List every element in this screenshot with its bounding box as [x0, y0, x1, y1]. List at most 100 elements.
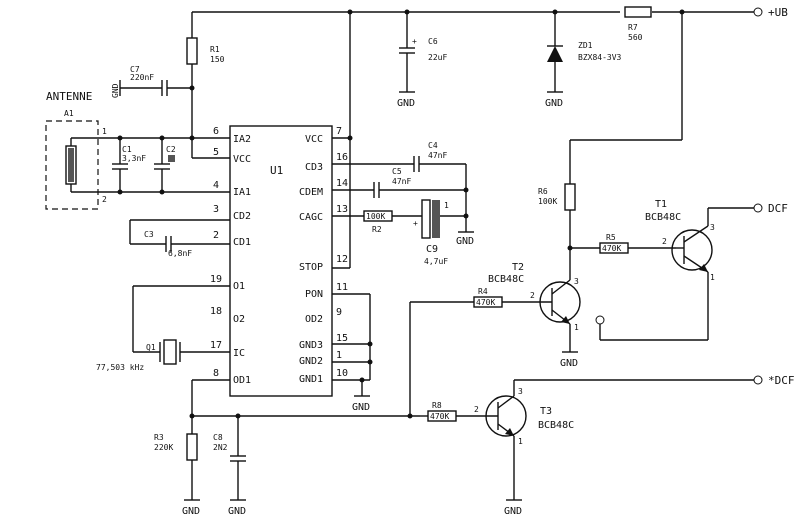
svg-text:7: 7: [336, 126, 342, 137]
svg-text:CD3: CD3: [305, 162, 323, 173]
t2-pin-b: 2: [530, 291, 535, 300]
t3-transistor: [485, 395, 527, 437]
t3-pin-c: 3: [518, 387, 523, 396]
t1-pin-b: 2: [662, 237, 667, 246]
ub-label: +UB: [768, 6, 788, 19]
antenna-label: ANTENNE: [46, 90, 92, 103]
svg-text:VCC: VCC: [305, 134, 323, 145]
r1-ref: R1: [210, 45, 220, 54]
svg-text:18: 18: [210, 306, 222, 317]
svg-text:5: 5: [213, 147, 219, 158]
r4-value: 470K: [476, 298, 495, 307]
r3-gnd: GND: [182, 506, 200, 517]
c9-value: 4,7uF: [424, 257, 448, 266]
t1-value: BCB48C: [645, 212, 681, 223]
ndcf-label: *DCF: [768, 374, 795, 387]
t2-value: BCB48C: [488, 274, 524, 285]
svg-text:19: 19: [210, 274, 222, 285]
c3-value: 6,8nF: [168, 249, 192, 258]
svg-text:OD2: OD2: [305, 314, 323, 325]
q1-value: 77,503 kHz: [96, 363, 144, 372]
c9-gnd: GND: [456, 236, 474, 247]
t3-pin-e: 1: [518, 437, 523, 446]
t2-ref: T2: [512, 262, 524, 273]
t3-ref: T3: [540, 406, 552, 417]
r3-value: 220K: [154, 443, 173, 452]
q1-ref: Q1: [146, 343, 156, 352]
t1-transistor: [671, 229, 713, 271]
c9-pin1: 1: [444, 201, 449, 210]
c7-gnd: GND: [111, 83, 120, 98]
r2-value: 100K: [366, 212, 385, 221]
c3-ref: C3: [144, 230, 154, 239]
antenna-ref: A1: [64, 109, 74, 118]
svg-text:10: 10: [336, 368, 348, 379]
c1-value: 3,3nF: [122, 154, 146, 163]
c5-ref: C5: [392, 167, 402, 176]
svg-text:IA2: IA2: [233, 134, 251, 145]
u1-right-pins: VCC 7 CD3 16 CDEM 14 CAGC 13 STOP 12 PON…: [299, 126, 348, 385]
svg-text:15: 15: [336, 333, 348, 344]
svg-text:VCC: VCC: [233, 154, 251, 165]
svg-text:CD2: CD2: [233, 211, 251, 222]
c6-gnd: GND: [397, 98, 415, 109]
c9-ref: C9: [426, 244, 438, 255]
svg-text:8: 8: [213, 368, 219, 379]
c4-ref: C4: [428, 141, 438, 150]
t2-gnd: GND: [560, 358, 578, 369]
svg-text:11: 11: [336, 282, 348, 293]
r3-resistor: [186, 433, 198, 461]
t3-pin-b: 2: [474, 405, 479, 414]
zd1-value: BZX84-3V3: [578, 53, 622, 62]
r8-ref: R8: [432, 401, 442, 410]
svg-text:4: 4: [213, 180, 219, 191]
r2-ref: R2: [372, 225, 382, 234]
u1-gnd: GND: [352, 402, 370, 413]
r7-resistor: [624, 6, 652, 18]
antenna-pin2: 2: [102, 195, 107, 204]
svg-text:O1: O1: [233, 281, 245, 292]
svg-text:6: 6: [213, 126, 219, 137]
c5-value: 47nF: [392, 177, 411, 186]
svg-text:CAGC: CAGC: [299, 212, 323, 223]
ub-terminal: [753, 7, 763, 17]
r3-ref: R3: [154, 433, 164, 442]
t2-pin-e: 1: [574, 323, 579, 332]
r8-value: 470K: [430, 412, 449, 421]
zd1-gnd: GND: [545, 98, 563, 109]
svg-text:17: 17: [210, 340, 222, 351]
c8-ref: C8: [213, 433, 223, 442]
antenna-pin1: 1: [102, 127, 107, 136]
r4-ref: R4: [478, 287, 488, 296]
c6-plus: +: [412, 37, 417, 46]
u1-ref: U1: [270, 164, 283, 177]
zd1-ref: ZD1: [578, 41, 593, 50]
c6-ref: C6: [428, 37, 438, 46]
c9-plus: +: [413, 219, 418, 228]
r1-resistor: [186, 37, 198, 65]
svg-text:CDEM: CDEM: [299, 187, 323, 198]
dcf-label: DCF: [768, 202, 788, 215]
c6-value: 22uF: [428, 53, 447, 62]
c7-ref: C7: [130, 65, 140, 74]
r7-value: 560: [628, 33, 643, 42]
r5-ref: R5: [606, 233, 616, 242]
svg-text:1: 1: [336, 350, 342, 361]
c4-value: 47nF: [428, 151, 447, 160]
t1-pin-e: 1: [710, 273, 715, 282]
c2-ref: C2: [166, 145, 176, 154]
c8-gnd: GND: [228, 506, 246, 517]
svg-text:GND3: GND3: [299, 340, 323, 351]
svg-text:9: 9: [336, 307, 342, 318]
svg-text:GND2: GND2: [299, 356, 323, 367]
svg-text:13: 13: [336, 204, 348, 215]
svg-text:12: 12: [336, 254, 348, 265]
t2-pin-c: 3: [574, 277, 579, 286]
r4-resistor: [473, 296, 503, 308]
r5-value: 470K: [602, 244, 621, 253]
t1-pin-c: 3: [710, 223, 715, 232]
c1-ref: C1: [122, 145, 132, 154]
svg-text:IC: IC: [233, 348, 245, 359]
svg-text:PON: PON: [305, 289, 323, 300]
